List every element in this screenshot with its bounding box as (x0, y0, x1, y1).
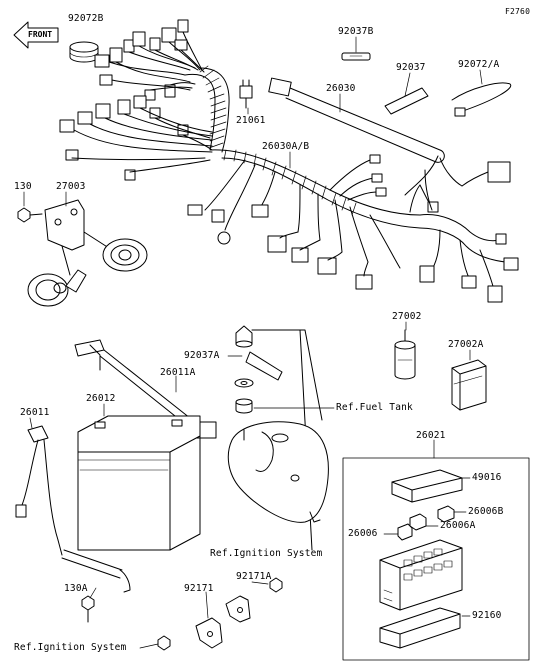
junction-box-frame-26021 (342, 457, 530, 661)
clamp-ring-92072b (69, 41, 99, 63)
label-92037a: 92037A (184, 350, 220, 361)
main-wiring-harness (59, 19, 519, 303)
bolt-130a (81, 595, 95, 623)
battery-26012 (77, 415, 201, 551)
relay-27002 (394, 329, 416, 380)
label-92171a: 92171A (236, 571, 272, 582)
leader-lines (23, 36, 483, 649)
fuel-tank (227, 421, 329, 523)
label-130: 130 (14, 181, 32, 192)
label-26011a: 26011A (160, 367, 196, 378)
front-label: FRONT (28, 30, 53, 39)
label-92072a: 92072/A (458, 59, 500, 70)
label-26030: 26030 (326, 83, 356, 94)
label-26011: 26011 (20, 407, 50, 418)
label-26030ab: 26030A/B (262, 141, 310, 152)
label-92072b: 92072B (68, 13, 104, 24)
junction-box-body (379, 539, 463, 611)
part-21061 (239, 79, 253, 109)
label-21061: 21061 (236, 115, 266, 126)
label-92160: 92160 (472, 610, 502, 621)
cable-tie-92072a (451, 82, 512, 117)
horn-assembly-27003 (17, 199, 148, 307)
label-27003: 27003 (56, 181, 86, 192)
ref-ignition-system-upper: Ref.Ignition System (210, 548, 323, 559)
relay-27002a (451, 359, 487, 411)
battery-cable-26011 (15, 425, 131, 593)
label-26006a: 26006A (440, 520, 476, 531)
cover-92160 (379, 607, 461, 649)
front-arrow-icon (13, 21, 59, 49)
ref-fuel-tank: Ref.Fuel Tank (336, 402, 413, 413)
band-92037 (384, 87, 429, 115)
label-49016: 49016 (472, 472, 502, 483)
label-27002a: 27002A (448, 339, 484, 350)
sub-harness-26030 (268, 77, 511, 211)
label-92171: 92171 (184, 583, 214, 594)
label-130a: 130A (64, 583, 88, 594)
label-27002: 27002 (392, 311, 422, 322)
label-92037: 92037 (396, 62, 426, 73)
figure-id: F2760 (505, 7, 531, 16)
label-92037b: 92037B (338, 26, 374, 37)
label-26012: 26012 (86, 393, 116, 404)
brackets-92171 (157, 577, 283, 651)
label-26021: 26021 (416, 430, 446, 441)
band-92037b (341, 52, 371, 61)
ref-ignition-system-lower: Ref.Ignition System (14, 642, 127, 653)
cover-49016 (391, 469, 463, 503)
label-26006b: 26006B (468, 506, 504, 517)
label-26006: 26006 (348, 528, 378, 539)
